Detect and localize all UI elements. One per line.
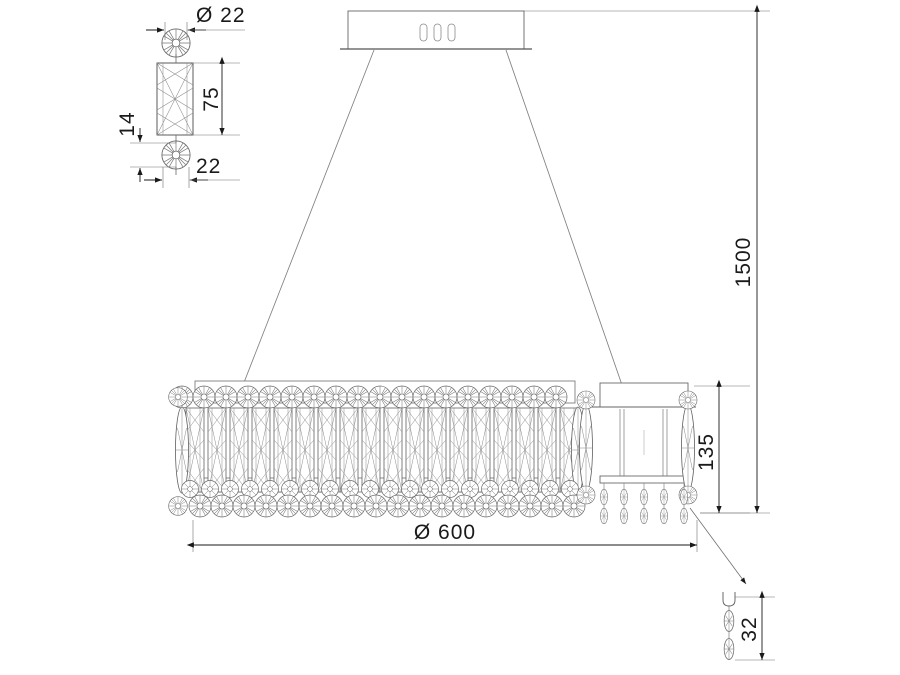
detail-rect-crystal xyxy=(156,62,194,136)
dim-bead-width: 22 xyxy=(144,155,240,188)
dim-bead-diameter: Ø 22 xyxy=(146,4,246,40)
dim-label-body-height: 135 xyxy=(695,433,718,471)
dim-pendant-length: 32 xyxy=(735,590,775,661)
dim-body-height: 135 xyxy=(694,379,750,514)
plate-slots xyxy=(419,23,456,42)
side-bead-tr xyxy=(678,390,698,410)
side-lens-right xyxy=(681,404,695,492)
ceiling-mount-plate xyxy=(340,10,532,50)
detail-view-crystal-element: Ø 22 75 14 22 xyxy=(116,4,246,188)
dim-bead-height: 14 xyxy=(116,111,176,182)
side-lens-left xyxy=(579,404,593,492)
side-bottom-plate xyxy=(599,475,689,484)
side-bead-bl xyxy=(576,485,596,505)
pendant-drop-upper xyxy=(723,610,735,632)
dim-label-overall-drop: 1500 xyxy=(732,237,755,288)
dim-label-bead-diameter: Ø 22 xyxy=(196,4,246,27)
dim-label-pendant-length: 32 xyxy=(738,616,761,641)
side-pendant-strands xyxy=(600,483,688,525)
side-view xyxy=(576,382,698,525)
pendant-hook-icon xyxy=(722,592,736,607)
detail-top-bead xyxy=(161,28,191,58)
pendant-drop-lower xyxy=(723,638,735,660)
side-vertical-rods xyxy=(619,409,668,476)
dim-overall-drop: 1500 xyxy=(524,4,770,514)
detail-view-pendant-drop: 32 xyxy=(722,590,775,661)
dim-crystal-length: 75 xyxy=(193,56,240,136)
side-top-plate xyxy=(599,382,689,408)
dim-label-body-diameter: Ø 600 xyxy=(414,521,476,544)
detail-bottom-bead xyxy=(161,140,191,170)
side-bead-tl xyxy=(576,390,596,410)
dim-label-bead-height: 14 xyxy=(116,111,139,136)
bottom-bead-row-2 xyxy=(188,494,586,518)
main-front-view xyxy=(168,380,586,518)
suspension-cables xyxy=(242,49,623,386)
detail-leader-line xyxy=(689,507,747,585)
end-lens-left xyxy=(175,406,189,494)
dim-label-bead-width: 22 xyxy=(196,155,221,178)
dim-body-diameter: Ø 600 xyxy=(186,520,698,552)
dim-label-crystal-length: 75 xyxy=(200,86,223,111)
